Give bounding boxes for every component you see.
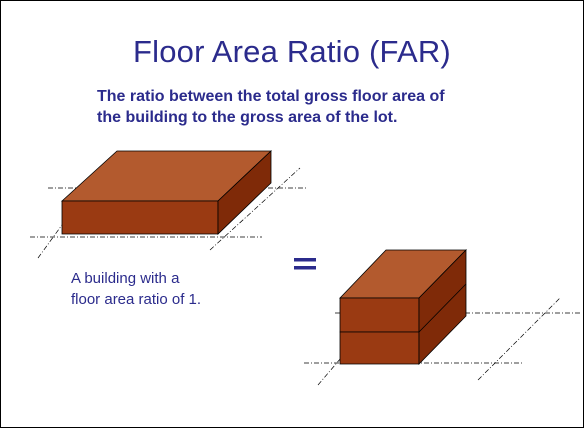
two-storey-building (339, 249, 467, 365)
single-storey-building (60, 150, 273, 235)
slide-subtitle: The ratio between the total gross floor … (97, 86, 557, 128)
diagram-caption: A building with a floor area ratio of 1. (71, 268, 271, 310)
building-front-upper-face (339, 297, 420, 333)
subtitle-line-2: the building to the gross area of the lo… (97, 109, 398, 126)
building-front-face (61, 200, 219, 235)
building-front-lower-face (339, 331, 420, 365)
caption-line-1: A building with a (71, 270, 180, 287)
building-side-face (418, 249, 467, 365)
equals-sign (294, 258, 316, 270)
subtitle-line-1: The ratio between the total gross floor … (97, 88, 445, 105)
slide-title: Floor Area Ratio (FAR) (133, 34, 451, 69)
caption-line-2: floor area ratio of 1. (71, 291, 202, 308)
building-side-face (217, 150, 272, 235)
